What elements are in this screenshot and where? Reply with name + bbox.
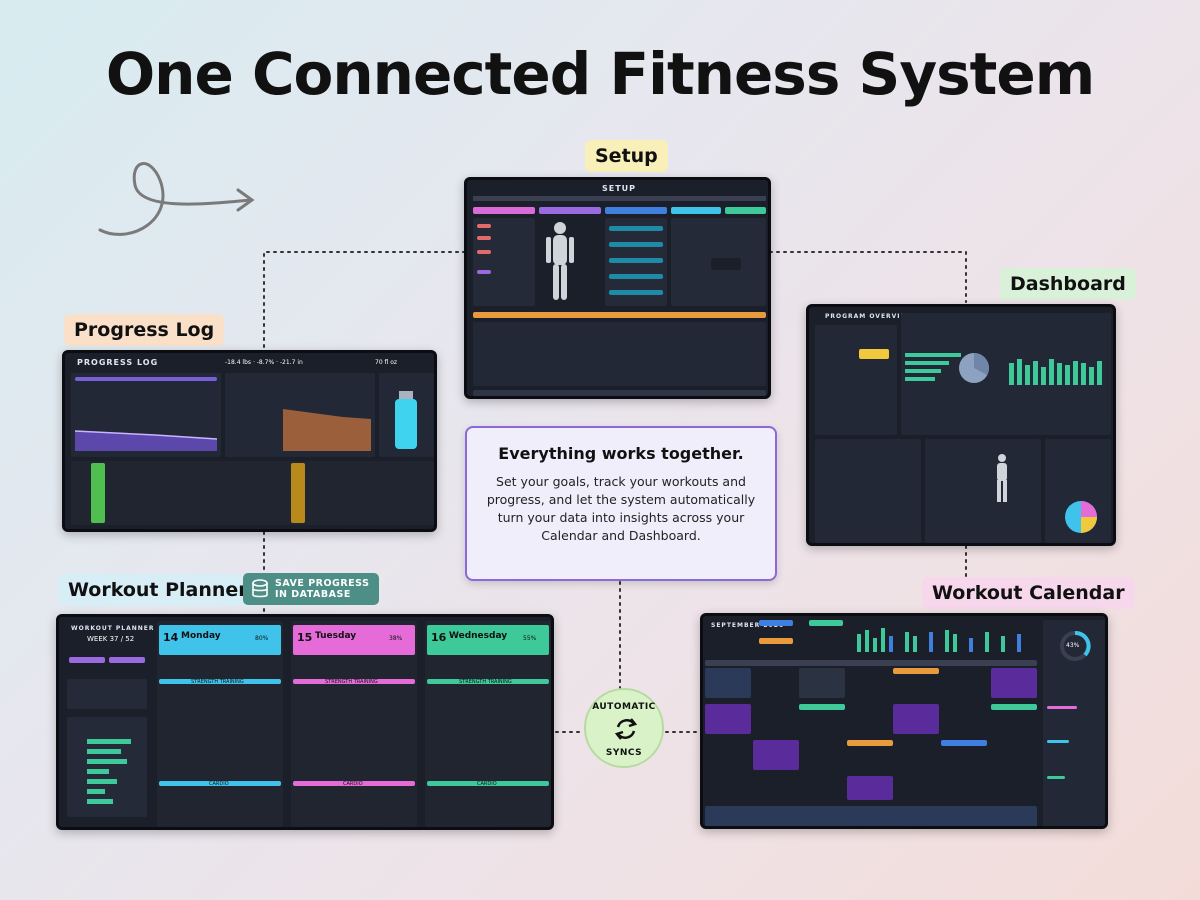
headline: One Connected Fitness System [105,40,1095,108]
calendar-title: SEPTEMBER 2026 [711,622,785,629]
label-dashboard: Dashboard [1000,268,1136,300]
sync-bottom-text: SYNCS [605,748,643,758]
label-workout-calendar: Workout Calendar [922,577,1135,609]
label-setup: Setup [585,140,668,172]
save-line-1: SAVE PROGRESS [275,577,370,589]
wednesday-pct: 55% [523,635,537,642]
save-progress-badge: SAVE PROGRESS IN DATABASE [243,573,379,605]
progress-title: PROGRESS LOG [77,358,159,367]
monthly-pct: 43% [1066,642,1080,649]
monthly-progress-ring [1060,631,1091,661]
wednesday-num: 16 [431,631,447,644]
sync-arrows-icon [614,718,638,740]
weight-trend-chart [75,430,217,451]
label-progress-log: Progress Log [64,314,225,346]
sync-top-text: AUTOMATIC [592,702,656,712]
curly-arrow-icon [98,162,255,236]
dashboard-screenshot: PROGRAM OVERVIEW [806,304,1116,546]
tuesday-day: Tuesday [315,631,357,641]
monday-pct: 80% [255,635,269,642]
tuesday-strength: STRENGTH TRAINING [325,679,378,685]
exercise-bars-chart [905,353,961,381]
automatic-syncs-badge: AUTOMATIC SYNCS [584,688,664,768]
body-figure-icon [997,454,1007,502]
monday-num: 14 [163,631,179,644]
setup-screenshot: SETUP [464,177,771,399]
planner-title: WORKOUT PLANNER [71,625,155,632]
dashboard-title: PROGRAM OVERVIEW [825,313,914,320]
workout-calendar-screenshot: SEPTEMBER 2026 43% [700,613,1108,829]
tuesday-cardio: CARDIO [343,781,363,787]
tuesday-pct: 38% [389,635,403,642]
wednesday-cardio: CARDIO [477,781,497,787]
center-message: Everything works together. Set your goal… [465,426,777,581]
center-body: Set your goals, track your workouts and … [486,474,756,544]
monday-day: Monday [181,631,221,641]
water-bottle-icon [395,391,417,449]
measurement-trend-chart [283,409,371,451]
database-icon [252,579,268,598]
center-title: Everything works together. [498,444,744,463]
monday-strength: STRENGTH TRAINING [191,679,244,685]
label-workout-planner: Workout Planner [58,574,258,606]
wednesday-day: Wednesday [449,631,508,641]
workout-planner-screenshot: WORKOUT PLANNER WEEK 37 / 52 14 Monday 8… [56,614,554,830]
setup-title: SETUP [602,184,637,193]
monday-cardio: CARDIO [209,781,229,787]
hydration-pie-chart [1065,501,1097,533]
tuesday-num: 15 [297,631,313,644]
daily-progress-chart [857,628,1021,652]
weekly-bars-chart [1009,359,1102,385]
body-figure-icon [546,222,574,300]
save-line-2: IN DATABASE [275,589,351,600]
weekly-summary-chart [87,739,131,804]
pie-chart [959,353,989,383]
progress-log-screenshot: PROGRESS LOG -18.4 lbs · -8.7% · -21.7 i… [62,350,437,532]
wednesday-strength: STRENGTH TRAINING [459,679,512,685]
planner-week: WEEK 37 / 52 [87,635,135,643]
